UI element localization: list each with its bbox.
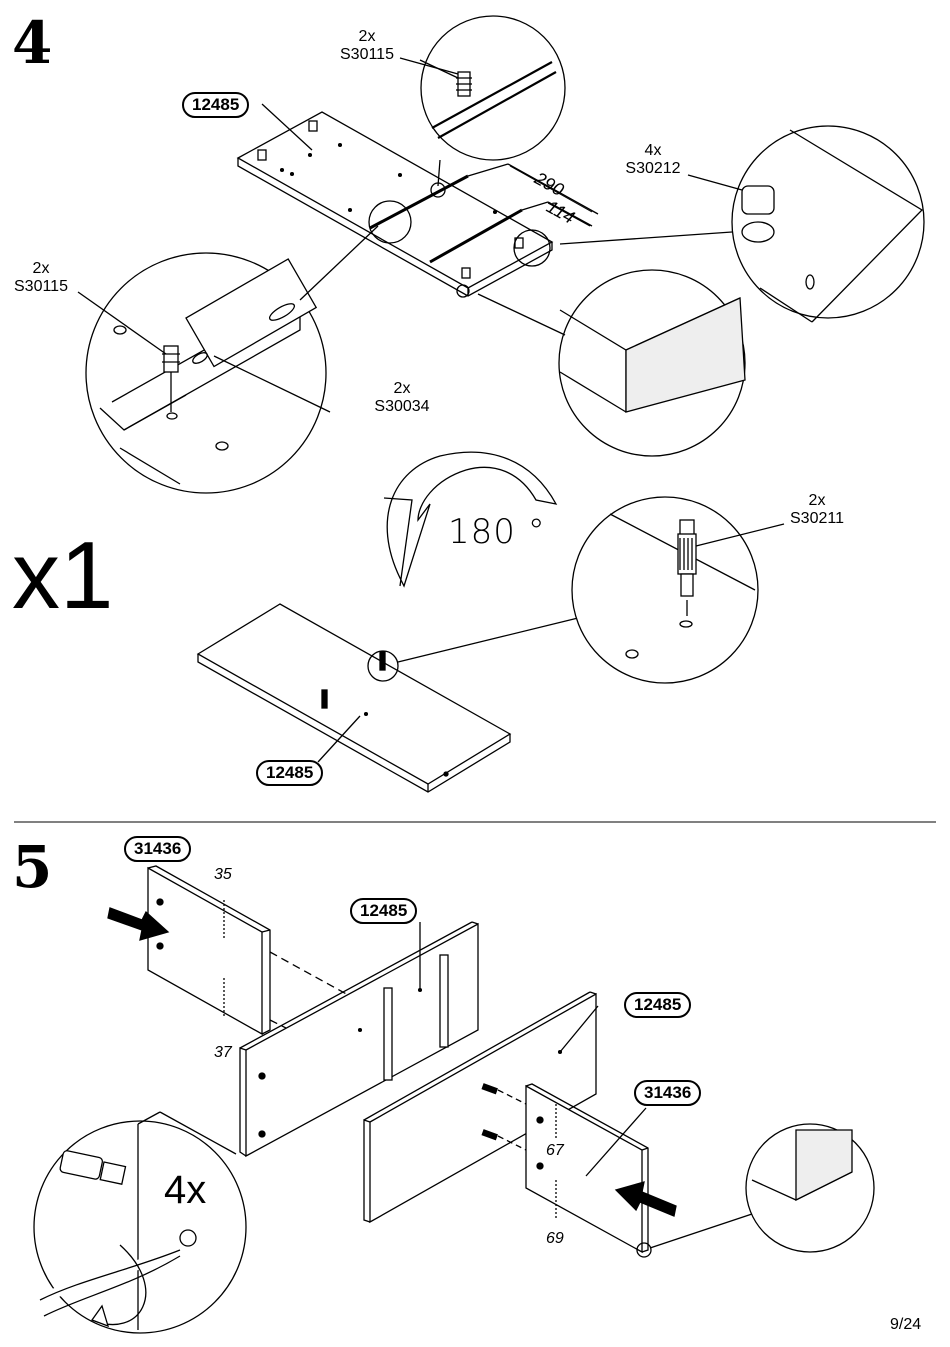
quantity-label: 4x [164, 1168, 207, 1212]
hardware-callout: 2x S30034 [334, 380, 440, 417]
dimension-label: 35 [214, 866, 232, 883]
hardware-callout: 2x S30115 [8, 260, 74, 297]
dimension-lines [467, 163, 599, 227]
part-code-label: 31436 [634, 1080, 702, 1106]
detail-circle-cam [513, 125, 925, 323]
board-12485-top [236, 111, 554, 298]
hardware-qty: 2x [808, 492, 826, 509]
hardware-callout: 2x S30115 [334, 28, 400, 65]
hardware-code: S30212 [625, 160, 681, 178]
dimension-label: 37 [214, 1044, 232, 1061]
detail-circle-edge [477, 269, 746, 457]
board-12485-bottom [196, 603, 579, 793]
hardware-qty: 2x [393, 380, 411, 397]
hardware-code: S30115 [14, 278, 68, 296]
hardware-callout: 4x S30212 [620, 142, 686, 179]
detail-circle-rail-left [77, 200, 412, 494]
detail-circle-rail-top [419, 15, 566, 198]
part-code-label: 31436 [124, 836, 192, 862]
hardware-code: S30115 [340, 46, 394, 64]
board-12485-right [363, 991, 599, 1224]
detail-circle-panel-edge [745, 1123, 875, 1253]
hardware-code: S30034 [374, 398, 430, 416]
hardware-qty: 2x [358, 28, 376, 45]
side-panel-31436-right [525, 1083, 753, 1258]
rotation-arrow [383, 451, 558, 588]
step-number: 4 [12, 9, 53, 77]
page-number: 9/24 [890, 1316, 922, 1333]
quantity-multiplier: x1 [12, 522, 114, 629]
step-number: 5 [12, 833, 53, 901]
hardware-qty: 4x [644, 142, 662, 159]
part-code-label: 12485 [624, 992, 692, 1018]
detail-circle-dowel [571, 496, 785, 684]
hardware-code: S30211 [790, 510, 844, 528]
part-code-label: 12485 [256, 760, 324, 786]
hardware-qty: 2x [32, 260, 50, 277]
hardware-callout: 2x S30211 [784, 492, 850, 529]
part-code-label: 12485 [350, 898, 418, 924]
detail-circle-screwdriver [33, 1111, 247, 1334]
part-code-label: 12485 [182, 92, 250, 118]
dimension-label: 67 [546, 1142, 564, 1159]
rotation-label: 180 ° [448, 512, 546, 552]
side-panel-31436-left [107, 865, 351, 1036]
dimension-label: 69 [546, 1230, 564, 1247]
board-12485-center [239, 921, 479, 1158]
